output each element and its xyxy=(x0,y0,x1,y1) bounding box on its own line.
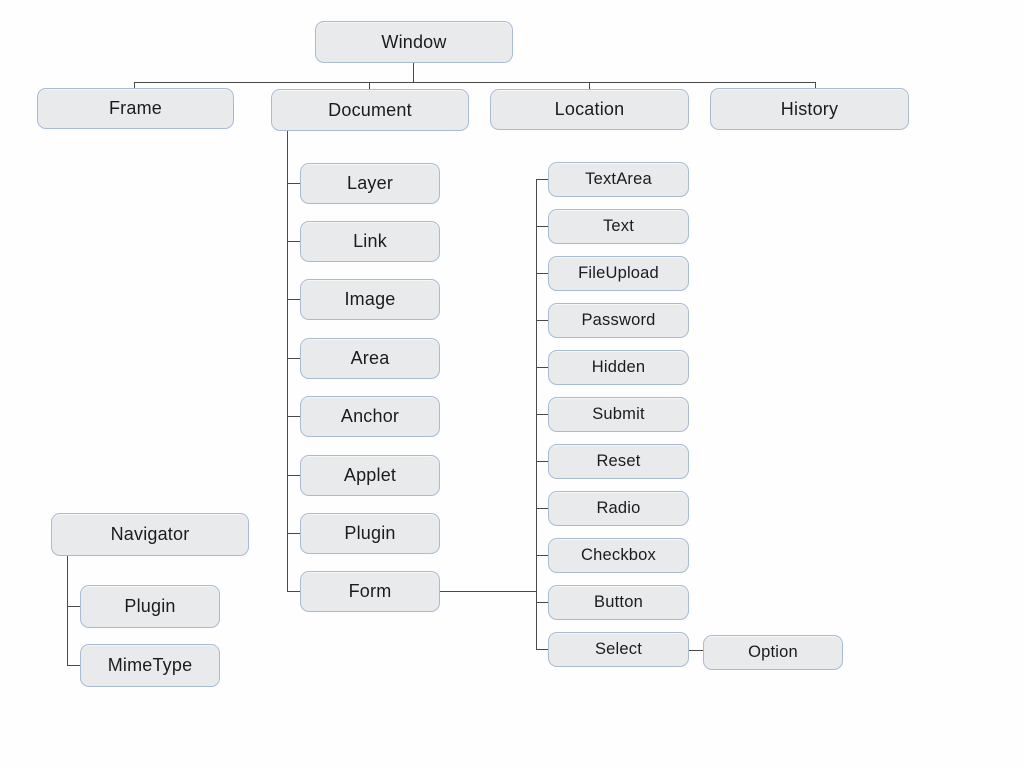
node-anchor: Anchor xyxy=(300,396,440,437)
node-window: Window xyxy=(315,21,513,63)
connector-line xyxy=(67,556,68,666)
node-navigator: Navigator xyxy=(51,513,249,556)
node-textarea: TextArea xyxy=(548,162,689,197)
node-plugin-nav: Plugin xyxy=(80,585,220,628)
connector-line xyxy=(287,241,300,242)
connector-line xyxy=(134,82,135,88)
connector-line xyxy=(536,602,548,603)
connector-line xyxy=(536,414,548,415)
connector-line xyxy=(287,416,300,417)
connector-line xyxy=(287,591,300,592)
node-hidden: Hidden xyxy=(548,350,689,385)
node-select: Select xyxy=(548,632,689,667)
connector-line xyxy=(815,82,816,88)
node-applet: Applet xyxy=(300,455,440,496)
connector-line xyxy=(536,367,548,368)
connector-line xyxy=(287,358,300,359)
node-image: Image xyxy=(300,279,440,320)
connector-line xyxy=(536,649,548,650)
connector-line xyxy=(536,461,548,462)
connector-line xyxy=(287,299,300,300)
node-form: Form xyxy=(300,571,440,612)
node-option: Option xyxy=(703,635,843,670)
connector-line xyxy=(440,591,536,592)
node-radio: Radio xyxy=(548,491,689,526)
connector-line xyxy=(287,475,300,476)
node-mimetype: MimeType xyxy=(80,644,220,687)
connector-line xyxy=(589,82,590,89)
connector-line xyxy=(536,555,548,556)
node-location: Location xyxy=(490,89,689,130)
connector-line xyxy=(369,82,370,89)
node-button: Button xyxy=(548,585,689,620)
node-reset: Reset xyxy=(548,444,689,479)
connector-line xyxy=(287,131,288,592)
node-submit: Submit xyxy=(548,397,689,432)
node-checkbox: Checkbox xyxy=(548,538,689,573)
node-document: Document xyxy=(271,89,469,131)
node-layer: Layer xyxy=(300,163,440,204)
connector-line xyxy=(287,533,300,534)
node-frame: Frame xyxy=(37,88,234,129)
connector-line xyxy=(67,606,80,607)
connector-line xyxy=(134,82,816,83)
connector-line xyxy=(536,179,548,180)
node-plugin-doc: Plugin xyxy=(300,513,440,554)
connector-line xyxy=(287,183,300,184)
node-link: Link xyxy=(300,221,440,262)
connector-line xyxy=(67,665,80,666)
node-area: Area xyxy=(300,338,440,379)
connector-line xyxy=(536,226,548,227)
connector-line xyxy=(536,508,548,509)
connector-line xyxy=(689,650,703,651)
node-password: Password xyxy=(548,303,689,338)
node-history: History xyxy=(710,88,909,130)
node-fileupload: FileUpload xyxy=(548,256,689,291)
connector-line xyxy=(536,320,548,321)
node-text: Text xyxy=(548,209,689,244)
connector-line xyxy=(536,273,548,274)
connector-line xyxy=(413,63,414,82)
